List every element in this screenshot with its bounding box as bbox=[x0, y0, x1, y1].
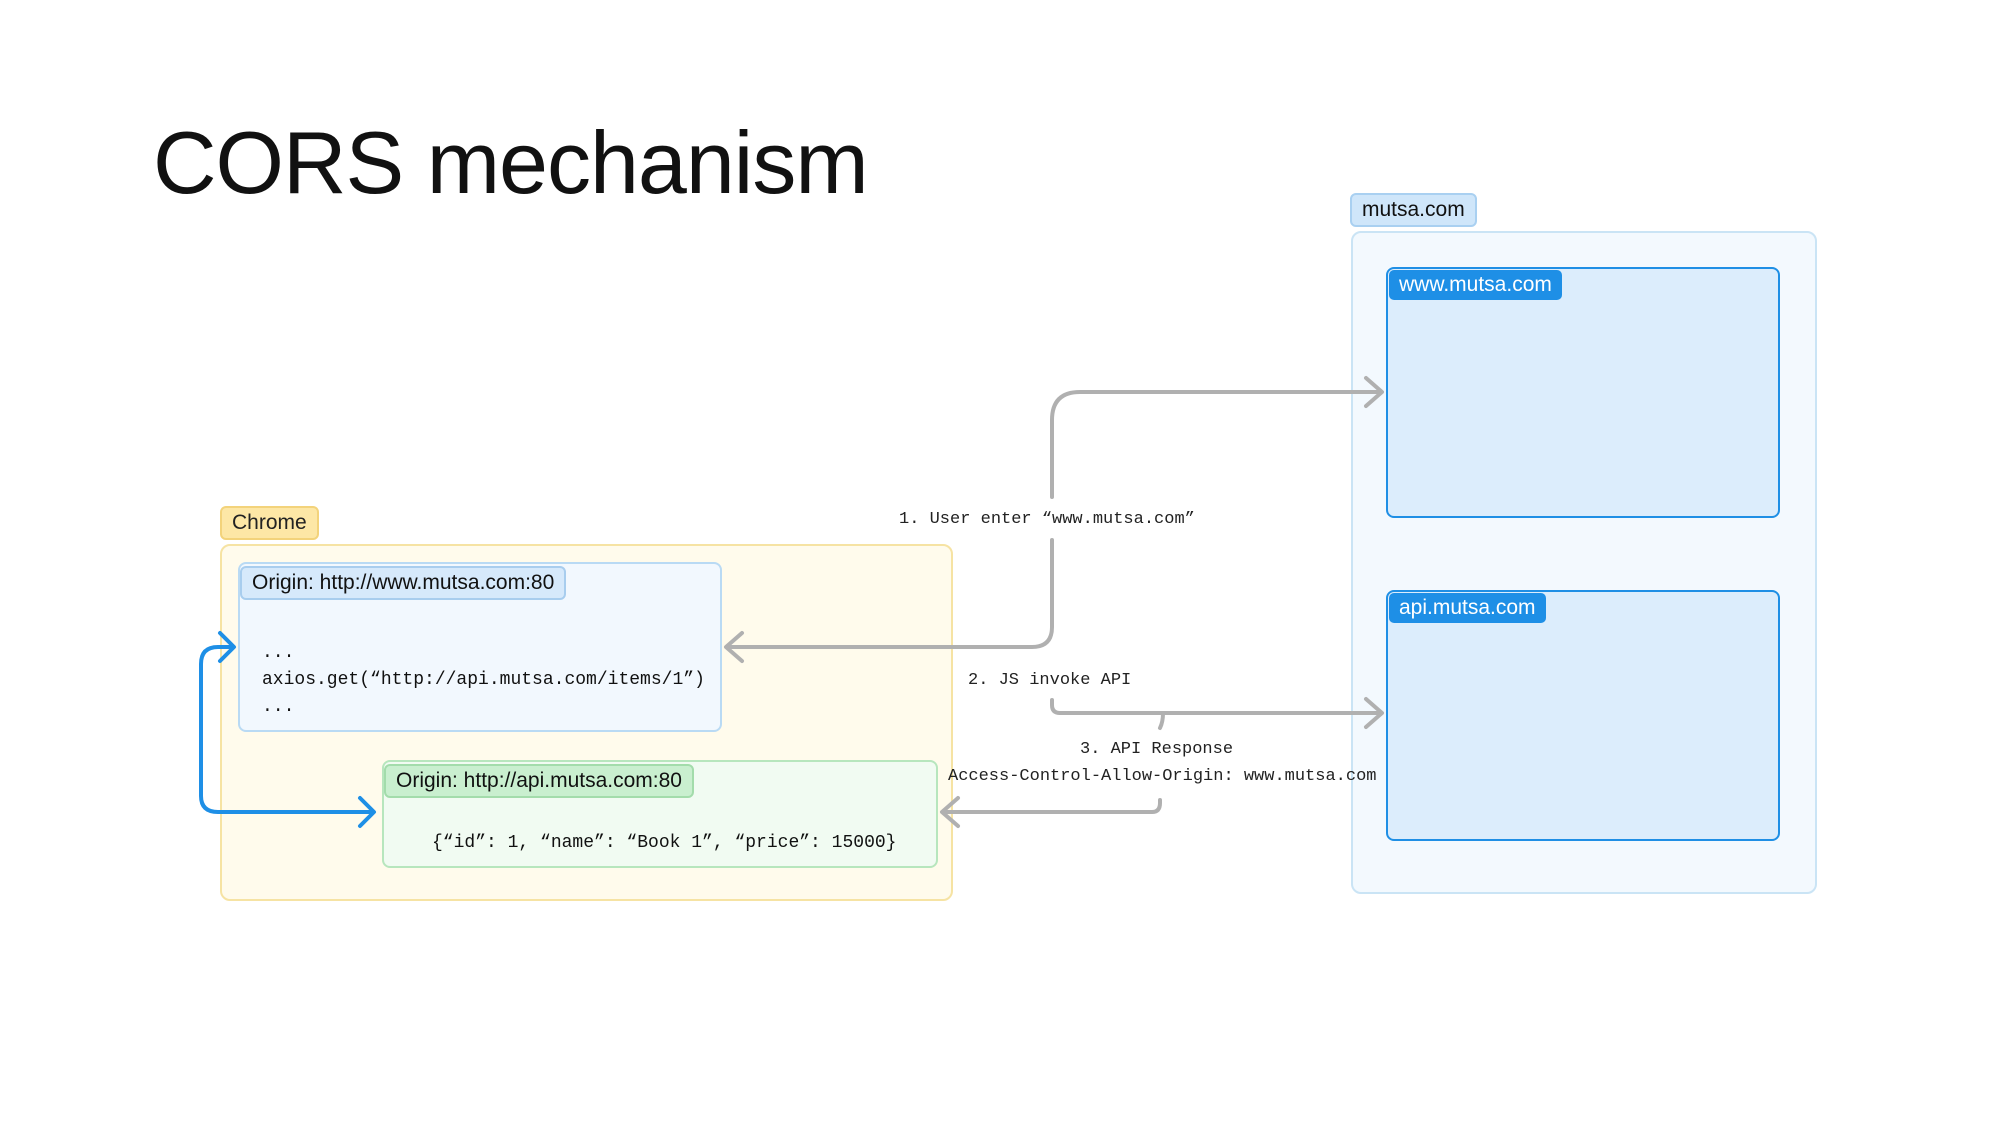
origin-switch-arrowhead-top bbox=[218, 631, 236, 663]
www-server-box bbox=[1386, 267, 1780, 518]
page-title: CORS mechanism bbox=[153, 113, 869, 212]
api-origin-label: Origin: http://api.mutsa.com:80 bbox=[384, 764, 694, 798]
origin-switch-arrowhead-bottom bbox=[358, 796, 376, 828]
step1-arrowhead-browser bbox=[724, 631, 744, 663]
www-origin-code: ... axios.get(“http://api.mutsa.com/item… bbox=[262, 643, 705, 717]
step1-arrowhead-www bbox=[1364, 376, 1384, 408]
www-server-label: www.mutsa.com bbox=[1389, 270, 1562, 300]
step2-arrowhead bbox=[1364, 697, 1384, 729]
mutsa-label: mutsa.com bbox=[1350, 193, 1477, 227]
step2-label: 2. JS invoke API bbox=[968, 671, 1132, 690]
step1-label: 1. User enter “www.mutsa.com” bbox=[899, 510, 1195, 529]
step3-arrow bbox=[942, 798, 1162, 814]
step3-arrowhead bbox=[940, 796, 960, 828]
origin-switch-arrow bbox=[199, 645, 375, 814]
step3-header-label: Access-Control-Allow-Origin: www.mutsa.c… bbox=[948, 767, 1377, 786]
step1-arrow-to-browser bbox=[726, 538, 1054, 649]
step2-arrow bbox=[1050, 698, 1382, 715]
www-origin-label: Origin: http://www.mutsa.com:80 bbox=[240, 566, 567, 600]
chrome-label: Chrome bbox=[220, 506, 319, 540]
api-origin-code: {“id”: 1, “name”: “Book 1”, “price”: 150… bbox=[432, 833, 897, 853]
step2-tick bbox=[1158, 711, 1165, 730]
step1-arrow-to-www bbox=[1050, 390, 1382, 499]
api-server-box bbox=[1386, 590, 1780, 841]
step3-label: 3. API Response bbox=[1080, 740, 1234, 759]
api-server-label: api.mutsa.com bbox=[1389, 593, 1546, 623]
